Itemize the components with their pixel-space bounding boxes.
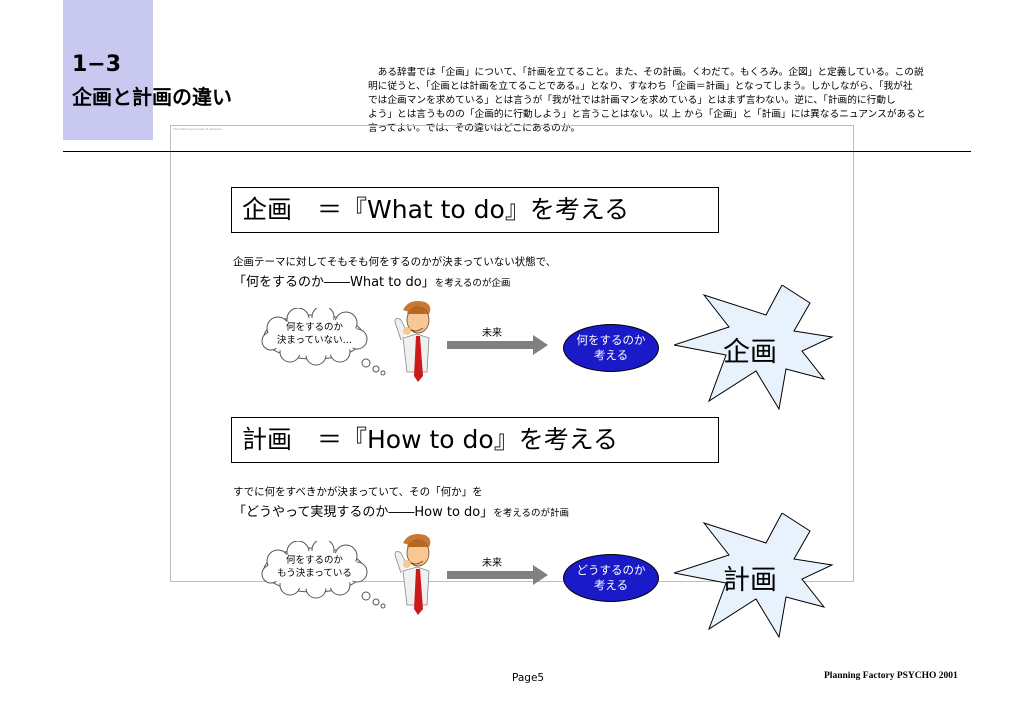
starburst-icon — [674, 513, 834, 638]
section-header-tab — [63, 0, 153, 140]
footer-credit: Planning Factory PSYCHO 2001 — [824, 671, 958, 681]
thought-bubble-icon — [261, 308, 386, 376]
thinking-man-icon — [394, 534, 431, 615]
kikaku-thought-line: 何をするのか — [285, 322, 343, 333]
page-number: Page5 — [512, 672, 545, 684]
keikaku-how-to-do: 「どうやって実現するのか――How to do」 — [233, 505, 494, 520]
embedded-slide-frame — [170, 125, 854, 582]
keikaku-arrow-label: 未来 — [482, 558, 502, 569]
keikaku-thought-line: もう決まっている — [277, 568, 352, 579]
keikaku-thought-line: 何をするのか — [285, 555, 343, 566]
header-divider — [63, 151, 971, 152]
keikaku-description-tail: を考えるのが計画 — [493, 508, 569, 519]
keikaku-thought-text: 何をするのか もう決まっている — [262, 554, 367, 580]
kikaku-heading-box: 企画 ＝『What to do』を考える — [231, 187, 719, 233]
intro-line: 明に従うと、「企画とは計画を立てることである。」となり、すなわち「企画＝計画」と… — [368, 81, 913, 93]
intro-paragraph: ある辞書では「企画」について、「計画を立てること。また、その計画。くわだて。もく… — [368, 66, 968, 136]
kikaku-oval: 何をするのか 考える — [563, 324, 659, 372]
kikaku-what-to-do: 「何をするのか――What to do」 — [233, 275, 435, 290]
section-number: 1−3 — [72, 52, 122, 77]
kikaku-arrow-label: 未来 — [482, 328, 502, 339]
section-title: 企画と計画の違い — [72, 85, 232, 109]
slide-tiny-caption: The thinking process of planners — [173, 127, 223, 131]
kikaku-description-1: 企画テーマに対してそもそも何をするのかが決まっていない状態で、 — [233, 256, 557, 268]
future-arrow-icon — [447, 565, 548, 585]
intro-line: ある辞書では「企画」について、「計画を立てること。また、その計画。くわだて。もく… — [368, 67, 924, 78]
kikaku-thought-line: 決まっていない… — [276, 335, 353, 346]
keikaku-heading-box: 計画 ＝『How to do』を考える — [231, 417, 719, 463]
keikaku-burst-label: 計画 — [723, 565, 777, 596]
kikaku-burst-label: 企画 — [723, 337, 777, 368]
keikaku-oval-line: 考える — [593, 578, 629, 592]
thinking-man-icon — [394, 301, 431, 382]
intro-line: では企画マンを求めている」とは言うが「我が社では計画マンを求めている」とはまず言… — [368, 95, 896, 107]
kikaku-heading: 企画 ＝『What to do』を考える — [242, 195, 630, 224]
kikaku-description-tail: を考えるのが企画 — [434, 278, 511, 289]
keikaku-oval-line: どうするのか — [576, 563, 646, 577]
keikaku-oval: どうするのか 考える — [563, 554, 659, 602]
kikaku-oval-line: 考える — [593, 348, 629, 362]
kikaku-description-2: 「何をするのか――What to do」を考えるのが企画 — [233, 271, 510, 290]
keikaku-heading: 計画 ＝『How to do』を考える — [242, 425, 618, 454]
keikaku-description-2: 「どうやって実現するのか――How to do」を考えるのが計画 — [233, 501, 569, 520]
thought-bubble-icon — [261, 541, 386, 609]
kikaku-thought-text: 何をするのか 決まっていない… — [262, 321, 367, 347]
starburst-icon — [674, 285, 834, 410]
future-arrow-icon — [447, 335, 548, 355]
kikaku-oval-line: 何をするのか — [576, 333, 646, 347]
intro-line: よう」とは言うものの「企画的に行動しよう」と言うことはない。以 上 から「企画」… — [368, 109, 926, 121]
intro-line: 言ってよい。では、その違いはどこにあるのか。 — [368, 123, 581, 135]
keikaku-description-1: すでに何をすべきかが決まっていて、その「何か」を — [233, 486, 483, 498]
